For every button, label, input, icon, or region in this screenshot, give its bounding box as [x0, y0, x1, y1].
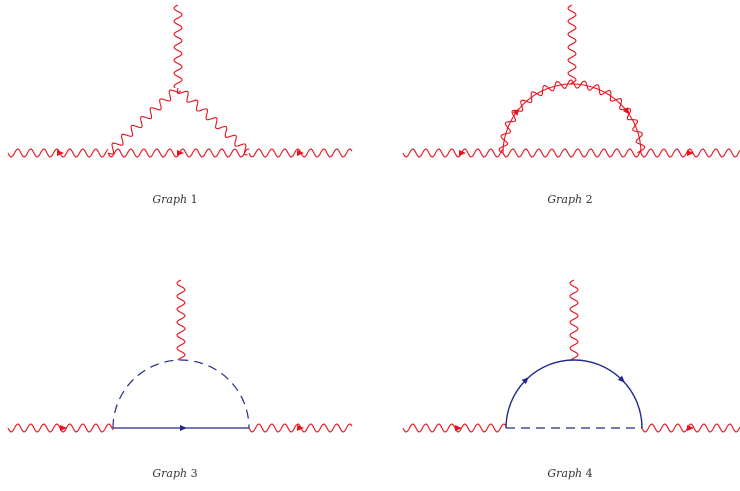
- arrow-middle: [177, 150, 184, 156]
- external-photon-left: [402, 148, 504, 158]
- external-photon-right: [640, 148, 740, 158]
- external-photon-left: [7, 148, 109, 158]
- arrow-right: [297, 425, 304, 431]
- internal-photon-arc: [498, 79, 646, 154]
- graph-4: Graph 4: [402, 279, 740, 480]
- arrow-left: [60, 425, 67, 431]
- arrow-right: [687, 150, 694, 156]
- external-photon-right: [641, 423, 740, 433]
- arrow-left: [455, 425, 462, 431]
- arrow-right: [297, 150, 304, 156]
- internal-photon-right: [176, 87, 248, 156]
- external-photon-top: [567, 4, 577, 85]
- internal-propagator-arc: [502, 83, 642, 154]
- external-photon-top: [173, 4, 183, 89]
- arrow-arc-right: [622, 107, 630, 115]
- arrow-left: [459, 150, 466, 156]
- graph-1-caption: Graph 1: [152, 193, 197, 206]
- arrow-arc-right: [617, 375, 625, 383]
- graph-3: Graph 3: [7, 279, 353, 480]
- internal-photon-bottom: [502, 148, 642, 158]
- graph-3-lines: [7, 279, 353, 433]
- graph-4-lines: [402, 279, 740, 433]
- external-photon-left: [402, 423, 507, 433]
- arrow-left: [57, 150, 64, 156]
- graph-1-lines: [7, 4, 353, 158]
- external-photon-top: [569, 279, 579, 361]
- fermion-propagator-arc: [505, 359, 643, 429]
- arrow-middle: [180, 425, 187, 431]
- arrow-arc-left: [521, 377, 529, 385]
- graph-4-caption: Graph 4: [547, 467, 592, 480]
- graph-2-lines: [402, 4, 740, 158]
- scalar-propagator-arc: [112, 359, 250, 429]
- external-photon-top: [176, 279, 186, 361]
- arrow-arc-left: [512, 108, 520, 116]
- graph-3-caption: Graph 3: [152, 467, 197, 480]
- internal-photon-left: [107, 89, 181, 155]
- graph-2-caption: Graph 2: [547, 193, 592, 206]
- graph-1: Graph 1: [7, 4, 353, 206]
- arrow-right: [687, 425, 694, 431]
- graph-2: Graph 2: [402, 4, 740, 206]
